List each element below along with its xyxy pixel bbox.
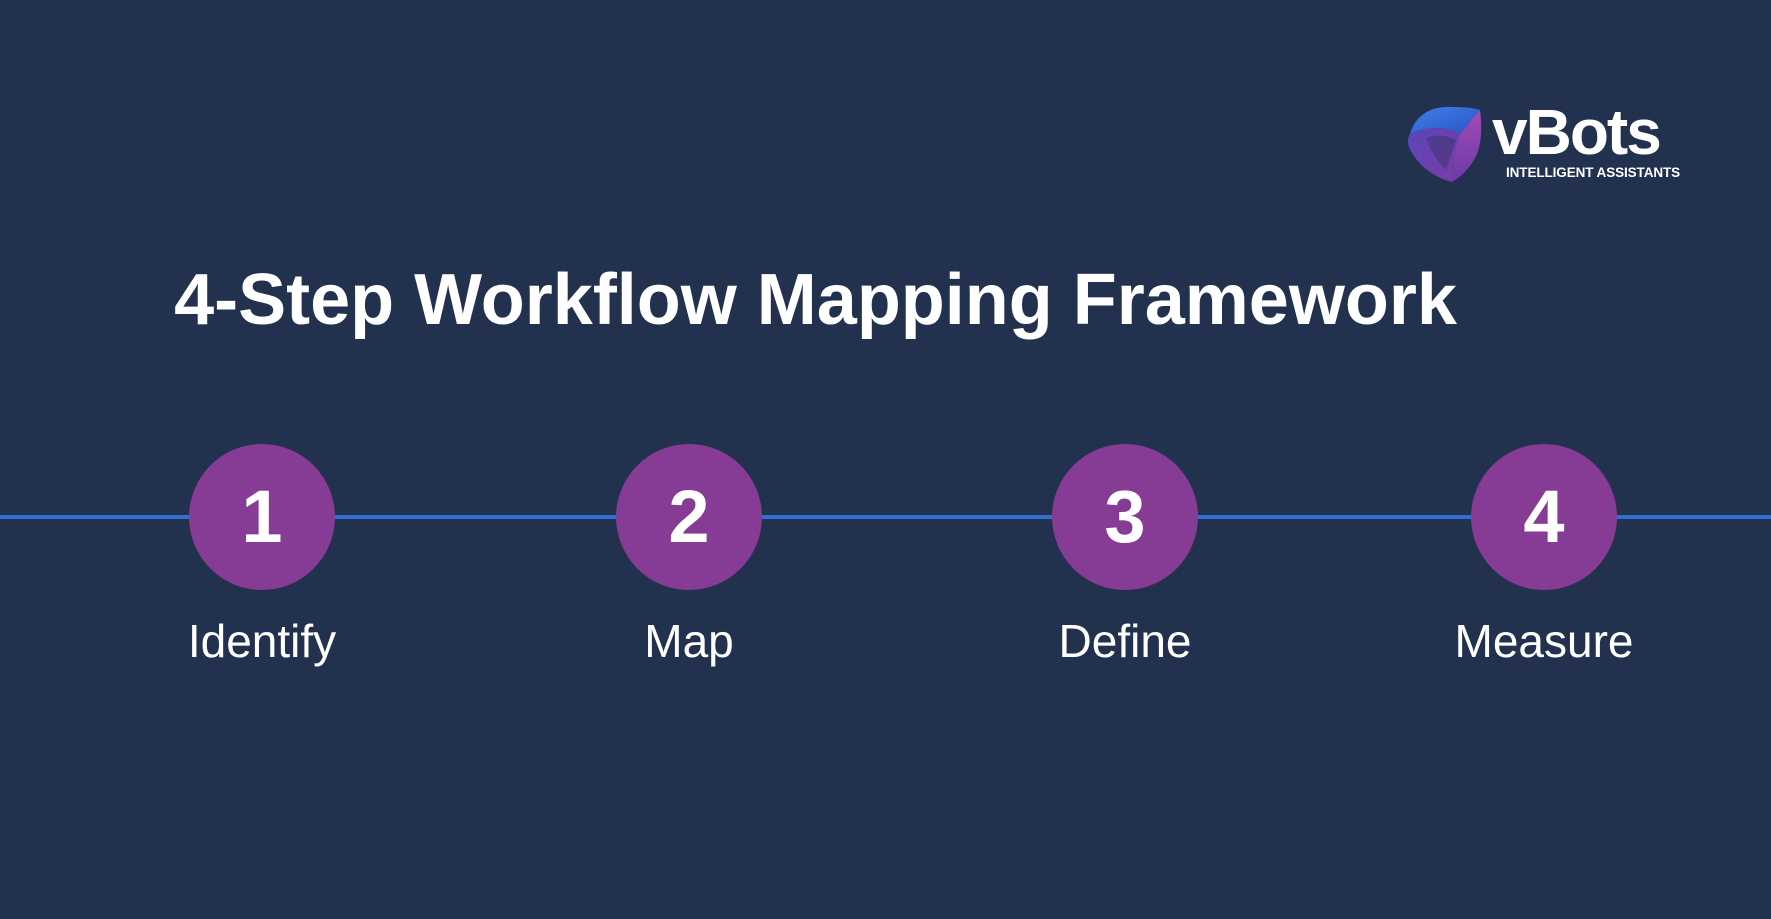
logo-wordmark: vBots xyxy=(1492,96,1662,168)
vbots-logo-mark-icon xyxy=(1407,106,1482,182)
step-4-circle: 4 xyxy=(1471,444,1617,590)
step-1-circle: 1 xyxy=(189,444,335,590)
timeline-line xyxy=(0,515,1771,519)
step-2-label: Map xyxy=(644,615,734,667)
step-4-label: Measure xyxy=(1454,615,1634,667)
step-2-circle: 2 xyxy=(616,444,762,590)
step-1-label: Identify xyxy=(187,615,337,667)
logo-tagline: INTELLIGENT ASSISTANTS xyxy=(1506,165,1681,180)
vbots-logo: vBots INTELLIGENT ASSISTANTS xyxy=(1402,96,1685,184)
page-title: 4-Step Workflow Mapping Framework xyxy=(174,260,1457,340)
step-3-circle: 3 xyxy=(1052,444,1198,590)
step-3-label: Define xyxy=(1058,615,1192,667)
